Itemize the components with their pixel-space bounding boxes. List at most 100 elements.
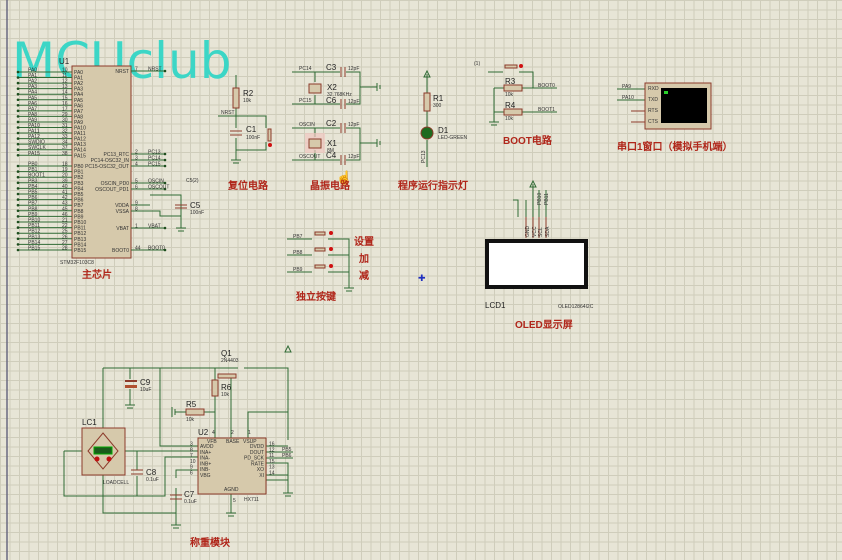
u2-pin-name: DOUT [250, 450, 264, 456]
crystal-circuit[interactable]: PC14 PC15 OSCIN OSCOUT C3 C6 C2 C4 12pF … [292, 63, 381, 192]
cts-pin: CTS [648, 119, 659, 125]
pin-number: 31 [62, 123, 68, 129]
reset-button[interactable] [267, 128, 272, 142]
pin-name: PB7 [74, 203, 84, 209]
pin-number: 8 [135, 207, 138, 213]
pin-name: PB8 [74, 209, 84, 215]
u2-pin-number: 9 [190, 465, 193, 471]
c8-ref: C8 [146, 468, 157, 477]
c2-value: 12pF [348, 122, 359, 128]
net-dot [16, 142, 20, 146]
mcu-body[interactable] [71, 65, 132, 259]
key-set-button[interactable] [314, 231, 326, 236]
u2-pin-number: 7 [190, 453, 193, 459]
pb8-label: PB8 [293, 250, 303, 256]
pin-name: VSSA [116, 209, 130, 215]
oled-display[interactable]: GND VCC SCL SDA PB10 PB11 LCD1 OLED12864… [485, 179, 594, 331]
c4-ref: C4 [326, 151, 337, 160]
mcu-u1[interactable]: U1 PA010PA0PA111PA1PA212PA2PA313PA3PA414… [16, 57, 204, 281]
net-dot [16, 237, 20, 241]
pin-name: PA3 [74, 87, 83, 93]
net-dot [16, 115, 20, 118]
net-label: SWDIO [28, 140, 45, 146]
boot-button[interactable] [504, 64, 518, 69]
terminal-screen[interactable] [661, 88, 707, 123]
pin-number: 33 [62, 134, 68, 140]
x2-value: 32.768KHz [327, 92, 352, 98]
net-label: PA9 [28, 117, 37, 123]
reset-circuit[interactable]: R2 10k NRST C1 100nF 复位电路 [218, 75, 272, 192]
x1-value: 8M [327, 148, 334, 154]
pin-name: PC14-OSC32_IN [91, 158, 130, 164]
oled-scl-net: PB10 [537, 193, 543, 205]
net-dot [16, 126, 20, 129]
net-dot [16, 87, 20, 90]
u2-pin-number: 12 [269, 447, 275, 453]
oled-scl-pin: SCL [538, 227, 544, 237]
pin-number: 12 [62, 79, 68, 85]
q1-transistor [217, 373, 237, 379]
pc14-label: PC14 [299, 66, 312, 72]
c1-ref: C1 [246, 125, 257, 134]
net-dot [16, 243, 20, 246]
pin-name: PA5 [74, 98, 83, 104]
net-label: PB15 [28, 246, 40, 252]
rxd-pin: RXD [648, 86, 659, 92]
net-label: PB8 [28, 206, 38, 212]
pin-name: PA7 [74, 109, 83, 115]
net-label: PB12 [28, 229, 40, 235]
pin-number: 17 [62, 106, 68, 112]
net-label: NRST [148, 67, 162, 73]
net-label: PA7 [28, 106, 37, 112]
pin-name: PB0 [74, 164, 84, 170]
voltage-probe[interactable]: C5(2) [186, 178, 199, 184]
u2-pin-name: XI [259, 473, 264, 479]
oled-screen[interactable] [485, 239, 588, 289]
x1-ref: X1 [327, 139, 337, 148]
boot0-label: BOOT0 [538, 83, 555, 89]
net-dot [16, 92, 20, 96]
u2-pin-number: 2 [231, 430, 234, 436]
pin-number: 19 [62, 167, 68, 173]
pin-number: 6 [135, 185, 138, 191]
pin-name: PA1 [74, 76, 83, 82]
net-dot [16, 181, 20, 185]
pin-number: 30 [62, 117, 68, 123]
boot-title: BOOT电路 [503, 134, 553, 147]
net-dot [16, 76, 20, 79]
u1-ref: U1 [59, 57, 70, 66]
key-sub-button[interactable] [314, 264, 326, 269]
net-dot [163, 69, 167, 73]
virtual-terminal[interactable]: RXD TXD RTS CTS PA9 PA10 串口1窗口（模拟手机端） [617, 82, 733, 153]
u2-pin-name: VFB [207, 439, 217, 445]
net-label: PA0 [28, 68, 37, 74]
oled-sda-net: PB11 [544, 193, 550, 205]
key-set-label: 设置 [354, 235, 374, 248]
r4-value: 10k [505, 116, 514, 122]
key-add-button[interactable] [314, 247, 326, 252]
net-dot [16, 70, 20, 74]
pin-number: 21 [62, 218, 68, 224]
boot-circuit[interactable]: (1) R3 10k R4 10k BOOT0 BOOT1 BOOT电路 [474, 61, 557, 147]
c2-ref: C2 [326, 119, 337, 128]
net-dot [16, 81, 20, 85]
r6-ref: R6 [221, 383, 232, 392]
pb7-label: PB7 [293, 234, 303, 240]
u2-pin-number: 3 [190, 442, 193, 448]
u2-pin-number: 11 [269, 453, 274, 459]
boot-probe[interactable]: (1) [474, 61, 480, 67]
pin-number: 34 [62, 140, 68, 146]
oscout-label: OSCOUT [299, 154, 320, 160]
keys-circuit[interactable]: PB7 PB8 PB9 设置 加 减 独立按键 [287, 231, 374, 303]
net-label: PA12 [28, 134, 40, 140]
net-dot [16, 148, 20, 151]
d1-value: LED-GREEN [438, 135, 468, 141]
weighing-module[interactable]: Q1 2N4403 C9 10uF R6 10k R5 10k LC1 LOAD… [63, 344, 293, 549]
pin-number: 29 [62, 112, 68, 118]
led-circuit[interactable]: R1 300 D1 LED-GREEN PC13 程序运行指示灯 [398, 69, 468, 192]
hx711-chip[interactable] [197, 437, 267, 495]
q1-value: 2N4403 [221, 358, 239, 364]
pin-number: 44 [135, 246, 141, 252]
weigh-title: 称重模块 [190, 536, 231, 549]
